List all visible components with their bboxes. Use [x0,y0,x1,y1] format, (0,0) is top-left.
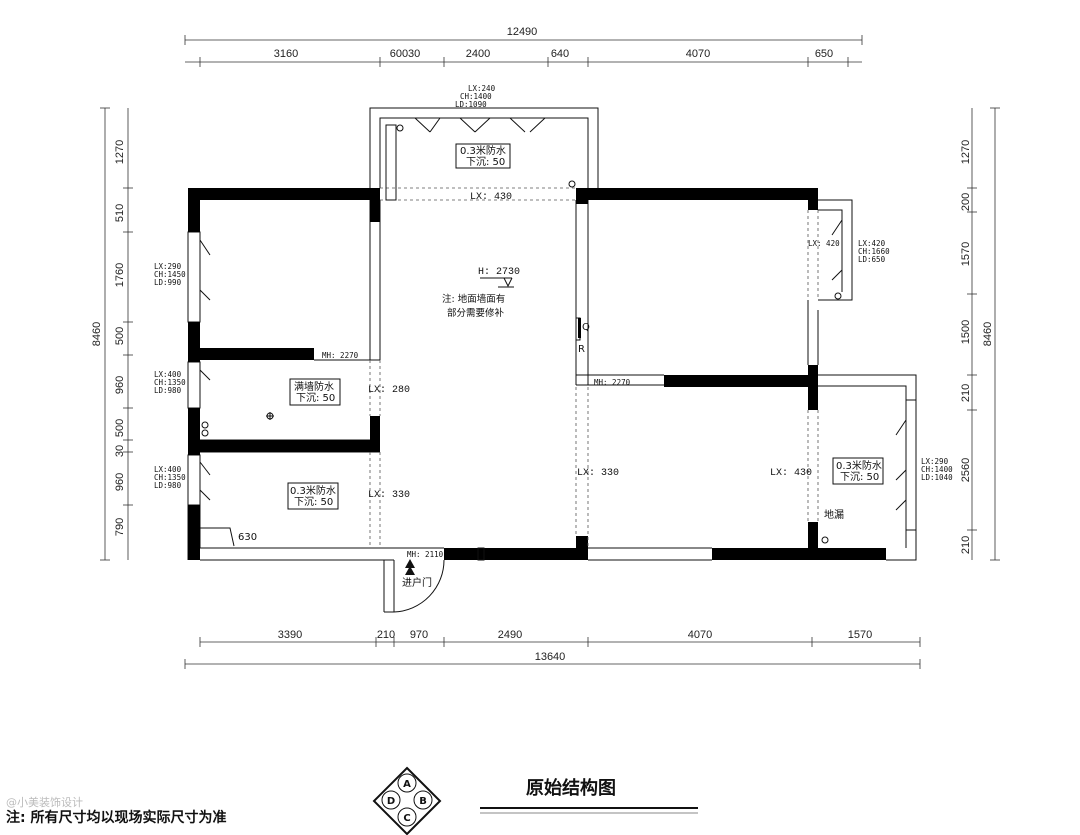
openings [369,187,819,548]
label-mh2110: MH: 2110 [407,550,444,559]
win-left-lower-lx: LX:400 [154,465,182,474]
bath2-sink: 下沉: 50 [294,495,333,508]
win-right-upper-lx: LX:420 [858,239,886,248]
dim-left-seg-5: 960 [114,376,126,394]
win-top-ch: CH:1400 [460,92,492,101]
label-note2: 部分需要修补 [447,307,505,319]
win-right-upper-ch: CH:1660 [858,247,890,256]
win-right-lower-ch: CH:1400 [921,465,953,474]
legend-a: A [403,779,411,790]
bath2-waterproof: 0.3米防水 [290,484,336,497]
window-annotations: LX:240 CH:1400 LD:1090 LX:290 CH:1450 LD… [154,84,953,490]
dim-left-seg-3: 1760 [114,263,126,287]
bath1-sink: 下沉: 50 [296,391,335,404]
room-labels: 0.3米防水 下沉: 50 满墙防水 下沉: 50 0.3米防水 下沉: 50 … [287,143,884,510]
win-left-upper-ch: CH:1450 [154,270,186,279]
win-right-lower-ld: LD:1040 [921,473,953,482]
win-left-mid-lx: LX:400 [154,370,182,379]
bath1-waterproof: 满墙防水 [294,380,334,393]
entrance-door [383,559,445,613]
label-lx430-top: LX: 430 [470,192,512,203]
top-dimensions: 12490 3160 60030 2400 640 4070 650 [184,26,863,67]
win-left-mid-ch: CH:1350 [154,378,186,387]
label-floor-drain: 地漏 [824,508,844,521]
dim-top-seg-1: 3160 [274,48,298,60]
dim-bottom-seg-2: 210 [377,629,395,641]
right-dimensions: 1270 200 1570 1500 210 2560 210 8460 [960,107,1000,561]
label-lx330-left: LX: 330 [368,490,410,501]
dim-bottom-total: 13640 [535,651,566,663]
legend: A B C D 原始结构图 [372,766,698,835]
dim-bottom-seg-1: 3390 [278,629,302,641]
dim-bottom-seg-4: 2490 [498,629,522,641]
label-entry-door: 进户门 [402,576,432,589]
label-dim-630: 630 [238,532,257,543]
win-left-lower-ld: LD:980 [154,481,182,490]
dim-top-total: 12490 [507,26,538,38]
dim-bottom-seg-3: 970 [410,629,428,641]
dim-bottom-seg-6: 1570 [848,629,872,641]
drawing-title: 原始结构图 [526,777,616,799]
win-top-lx: LX:240 [468,84,496,93]
legend-c: C [403,813,410,824]
watermark: @小美装饰设计 [6,795,83,809]
structural-walls [188,188,886,560]
dim-right-total: 8460 [982,322,994,346]
dim-left-seg-9: 790 [114,518,126,536]
dim-top-seg-4: 640 [551,48,569,60]
dim-right-seg-7: 210 [960,536,972,554]
right-balcony-sink: 下沉: 50 [840,470,879,483]
window-sashes [199,117,907,511]
win-left-mid-ld: LD:980 [154,386,182,395]
label-note1: 注: 地面墙面有 [442,293,505,305]
dim-left-seg-2: 510 [114,204,126,222]
label-meter-r: R [578,344,585,355]
dim-bottom-seg-5: 4070 [688,629,712,641]
misc-labels: LX: 430 LX: 420 H: 2730 注: 地面墙面有 部分需要修补 … [238,192,844,589]
top-balcony-waterproof: 0.3米防水 [460,144,506,157]
label-mh2270-right: MH: 2270 [594,378,631,387]
footnote: 注: 所有尺寸均以现场实际尺寸为准 [6,809,226,826]
bottom-dimensions: 3390 210 970 2490 4070 1570 13640 [184,629,921,669]
dim-right-seg-3: 1570 [960,242,972,266]
label-lx430-right: LX: 430 [770,468,812,479]
label-height: H: 2730 [478,267,520,278]
fixtures [200,124,842,561]
top-balcony-sink: 下沉: 50 [466,155,505,168]
legend-b: B [419,796,427,807]
legend-d: D [387,796,395,807]
win-top-ld: LD:1090 [455,100,487,109]
label-mh2270-left: MH: 2270 [322,351,359,360]
dim-top-seg-6: 650 [815,48,833,60]
dim-right-seg-2: 200 [960,193,972,211]
dim-left-seg-1: 1270 [114,140,126,164]
dim-left-seg-6: 500 [114,419,126,437]
win-right-lower-lx: LX:290 [921,457,949,466]
dim-top-seg-5: 4070 [686,48,710,60]
dim-left-seg-7: 30 [114,445,126,457]
dim-right-seg-4: 1500 [960,320,972,344]
label-meter-q: Q [582,322,590,333]
dim-left-seg-4: 500 [114,327,126,345]
win-left-upper-ld: LD:990 [154,278,182,287]
label-lx330-mid: LX: 330 [577,468,619,479]
left-dimensions: 8460 1270 510 1760 500 960 500 30 960 79… [91,107,133,561]
dim-right-seg-5: 210 [960,384,972,402]
dim-right-seg-1: 1270 [960,140,972,164]
dim-left-seg-8: 960 [114,473,126,491]
right-balcony-waterproof: 0.3米防水 [836,459,882,472]
win-left-upper-lx: LX:290 [154,262,182,271]
dim-top-seg-2: 60030 [390,48,421,60]
label-lx420: LX: 420 [808,239,840,248]
win-right-upper-ld: LD:650 [858,255,886,264]
label-lx280: LX: 280 [368,385,410,396]
dim-top-seg-3: 2400 [466,48,490,60]
dim-right-seg-6: 2560 [960,458,972,482]
dim-left-total: 8460 [91,322,103,346]
win-left-lower-ch: CH:1350 [154,473,186,482]
